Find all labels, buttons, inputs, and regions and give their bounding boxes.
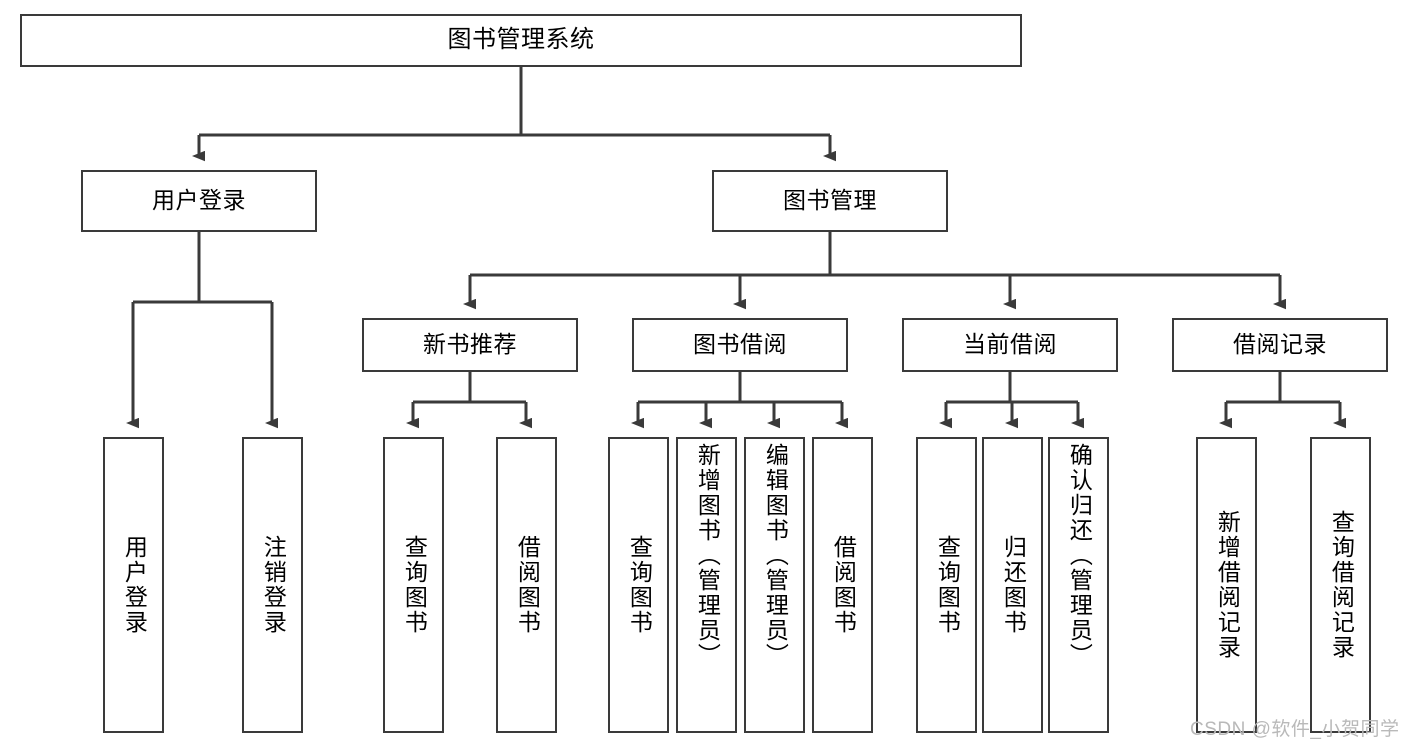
node-book-management[interactable]: 图书管理	[712, 170, 948, 232]
node-borrow-record[interactable]: 借阅记录	[1172, 318, 1388, 372]
leaf-borrow-book[interactable]: 借阅图书	[812, 437, 873, 733]
leaf-query-book-recommend[interactable]: 查询图书	[383, 437, 444, 733]
leaf-add-borrow-record[interactable]: 新增借阅记录	[1196, 437, 1257, 733]
node-new-book-recommend[interactable]: 新书推荐	[362, 318, 578, 372]
leaf-logout-login[interactable]: 注销登录	[242, 437, 303, 733]
leaf-user-login[interactable]: 用户登录	[103, 437, 164, 733]
leaf-edit-book-admin[interactable]: 编辑图书（管理员）	[744, 437, 805, 733]
leaf-add-book-admin[interactable]: 新增图书（管理员）	[676, 437, 737, 733]
leaf-borrow-book-recommend[interactable]: 借阅图书	[496, 437, 557, 733]
leaf-query-book-current[interactable]: 查询图书	[916, 437, 977, 733]
leaf-query-borrow-record[interactable]: 查询借阅记录	[1310, 437, 1371, 733]
csdn-watermark: CSDN @软件_小贺同学	[1190, 719, 1400, 740]
node-book-borrow[interactable]: 图书借阅	[632, 318, 848, 372]
node-root-system[interactable]: 图书管理系统	[20, 14, 1022, 67]
node-current-borrow[interactable]: 当前借阅	[902, 318, 1118, 372]
leaf-confirm-return-admin[interactable]: 确认归还（管理员）	[1048, 437, 1109, 733]
node-user-login[interactable]: 用户登录	[81, 170, 317, 232]
leaf-return-book[interactable]: 归还图书	[982, 437, 1043, 733]
leaf-query-book-borrow[interactable]: 查询图书	[608, 437, 669, 733]
